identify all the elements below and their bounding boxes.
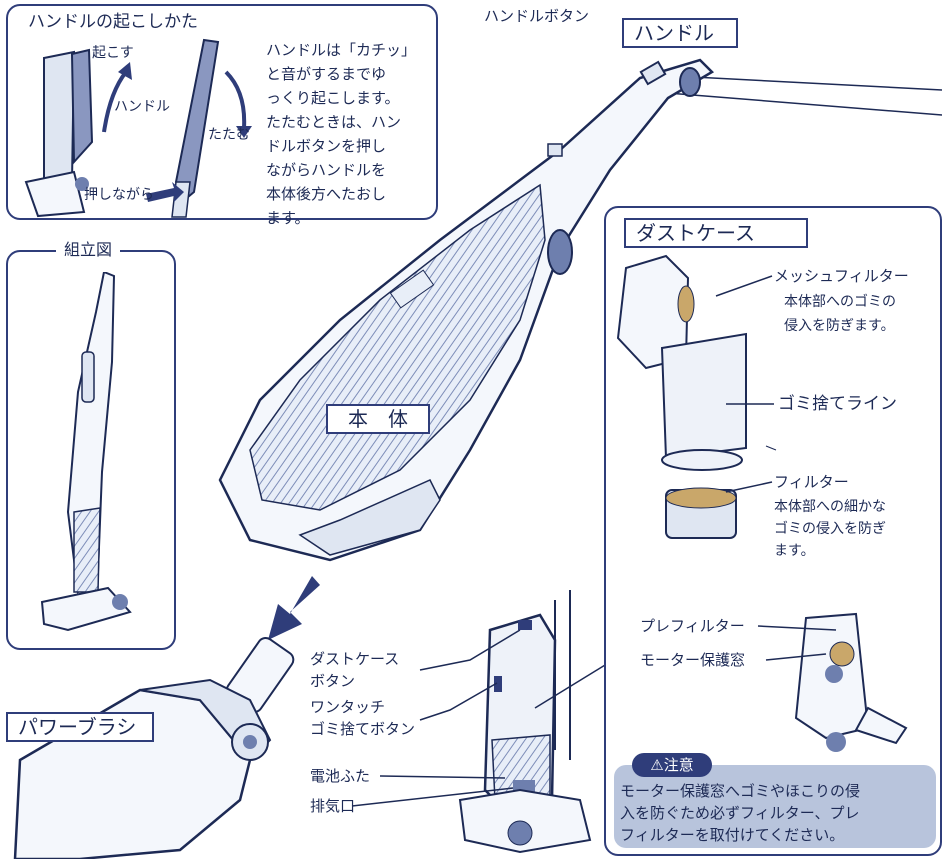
fold-label: たたむ (208, 127, 250, 143)
dust-case-leaders (715, 275, 837, 661)
dust-case-title: ダストケース (624, 218, 808, 248)
lift-label: 起こす (92, 45, 134, 61)
raise-instructions: ハンドルは「カチッ」 と音がするまでゆ っくり起こします。 たたむときは、ハン … (266, 41, 417, 227)
caution-badge: ⚠注意 (632, 753, 712, 777)
body-label: 本 体 (326, 404, 430, 434)
attach-arrow (268, 576, 320, 640)
upright-leader-lines (351, 629, 611, 807)
press-label: 押しながら (84, 187, 154, 203)
exhaust-label: 排気口 (310, 797, 356, 815)
assembly-title: 組立図 (56, 240, 121, 260)
handle-title: ハンドル (622, 18, 738, 48)
prefilter-label: プレフィルター (640, 617, 745, 635)
raise-handle-panel: ハンドルの起こしかた 起こす ハンドル たたむ 押しながら ハンドルは「カチッ」… (6, 4, 438, 227)
power-brush-label: パワーブラシ (6, 712, 154, 742)
dust-case-button-label: ダストケース ボタン (310, 650, 400, 690)
power-brush-drawing (13, 636, 295, 859)
raise-handle-title: ハンドルの起こしかた (28, 12, 198, 32)
assembly-drawing (40, 272, 132, 632)
main-body-drawing (218, 58, 715, 562)
dust-case-drawing (616, 254, 908, 752)
handle-label-small: ハンドル (114, 99, 170, 115)
mesh-filter-label: メッシュフィルター (774, 267, 909, 285)
motor-window-label: モーター保護窓 (640, 651, 746, 669)
filter-label: フィルター (774, 473, 849, 491)
mesh-filter-desc: 本体部へのゴミの 侵入を防ぎます。 (784, 294, 896, 334)
filter-desc: 本体部への細かな ゴミの侵入を防ぎ ます。 (774, 499, 886, 559)
caution-text: モーター保護窓へゴミやほこりの侵 入を防ぐため必ずフィルター、プレ フィルターを… (620, 782, 861, 844)
handle-button-label: ハンドルボタン (484, 7, 590, 25)
raise-handle-drawing (24, 38, 252, 218)
dust-line-label: ゴミ捨てライン (778, 394, 897, 414)
battery-cover-label: 電池ふた (310, 767, 371, 785)
assembly-panel: 組立図 (6, 240, 176, 650)
one-touch-button-label: ワンタッチ ゴミ捨てボタン (310, 698, 416, 738)
dust-case-panel: ダストケース メッシュフィルター 本体部へのゴミの 侵入を防ぎます。 ゴミ捨てラ… (604, 206, 942, 856)
caution-box (614, 765, 936, 848)
upright-body-drawing (458, 590, 592, 854)
